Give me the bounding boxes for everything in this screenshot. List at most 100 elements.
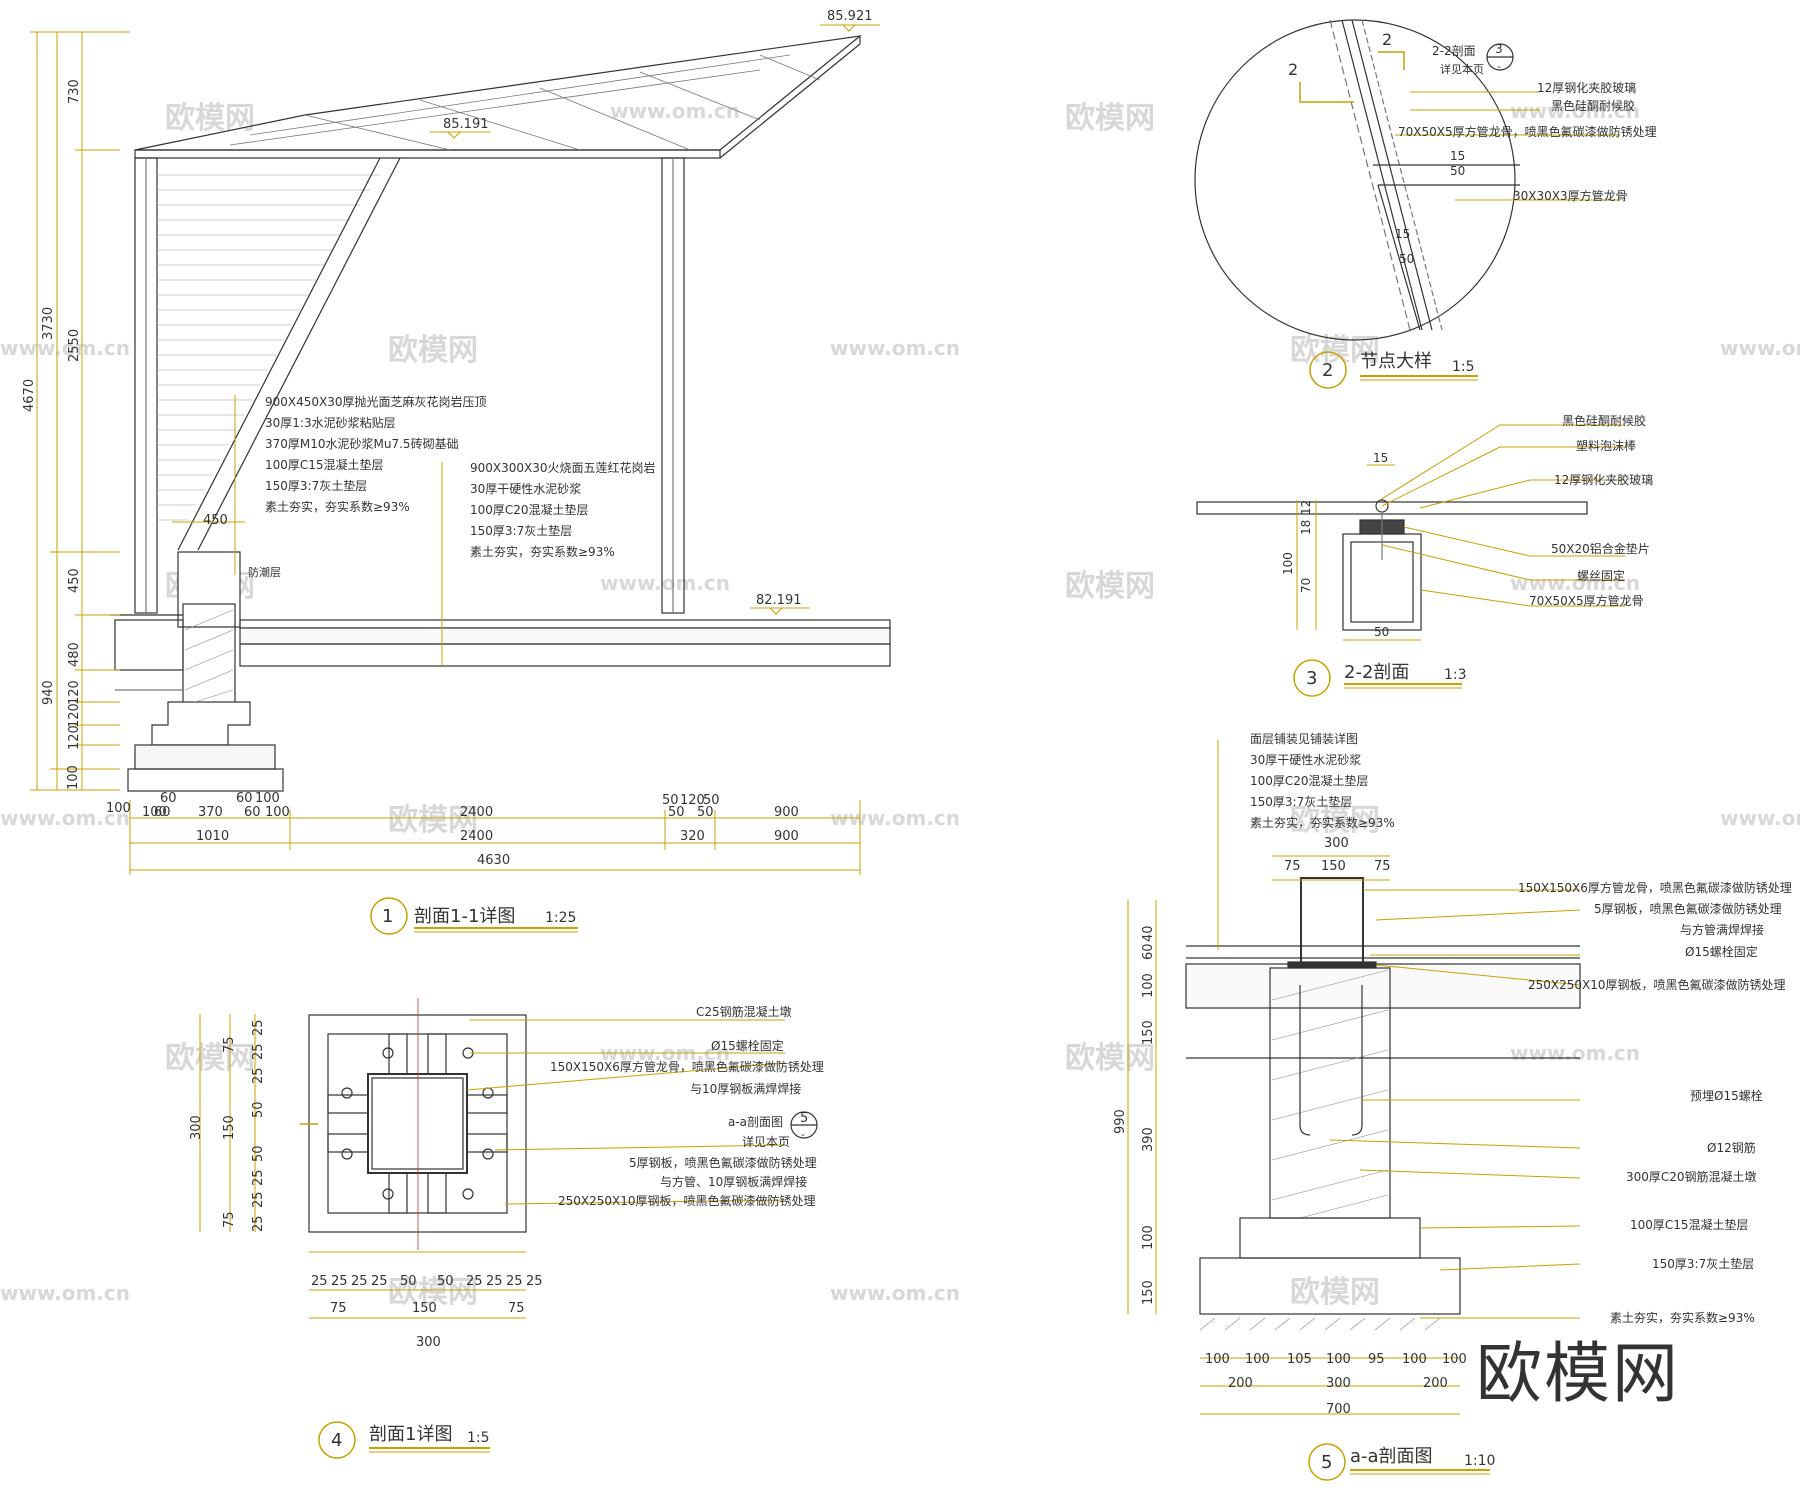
lime-soil-cushion [1199, 1257, 1461, 1315]
hdim: 1010 [196, 829, 229, 844]
watermark-url: www.om.cn [1720, 806, 1800, 830]
note: 螺丝固定 [1577, 568, 1625, 583]
title-number: 3 [1306, 668, 1317, 689]
ref-number: 3 [1495, 42, 1503, 56]
note: 预埋Ø15螺栓 [1690, 1088, 1763, 1103]
vdim: 50 [251, 1145, 266, 1162]
vdim-total: 990 [1113, 1109, 1128, 1134]
watermark-logo: 欧模网 [388, 1275, 478, 1310]
hdim: 25 [526, 1274, 543, 1289]
vdim: 25 [251, 1067, 266, 1084]
watermark-url: www.om.cn [1510, 1041, 1640, 1065]
title-text: a-a剖面图 [1350, 1446, 1433, 1467]
detail-leaders [1395, 91, 1620, 201]
footing-base [127, 768, 284, 792]
vdim: 50 [251, 1101, 266, 1118]
vdim: 940 [41, 680, 56, 705]
dim: 18 [1299, 520, 1313, 535]
vdim: 150 [1141, 1020, 1156, 1045]
hdim: 25 [311, 1274, 328, 1289]
hdim: 100 [1402, 1352, 1427, 1367]
pier-hatch [1271, 969, 1389, 1219]
detail-circle [1194, 19, 1516, 341]
paving-sub [239, 643, 891, 667]
watermark-logo: 欧模网 [388, 333, 478, 368]
elevation-ground: 82.191 [756, 593, 802, 608]
hdim: 300 [1326, 1376, 1351, 1391]
note: 370厚M10水泥砂浆Mu7.5砖砌基础 [265, 436, 459, 451]
anchor-bolt [1351, 985, 1363, 1136]
dim-lines-left [30, 31, 130, 791]
paving-bed [239, 627, 891, 645]
title-bubble [318, 1421, 356, 1459]
watermark-url: www.om.cn [0, 336, 130, 360]
hdim: 75 [330, 1301, 347, 1316]
title-number: 5 [1321, 1452, 1332, 1473]
dim: 50 [1399, 252, 1414, 266]
drawing-2-text: 2 2 2-2剖面 详见本页 3 - 12厚钢化夹胶玻璃 黑色硅酮耐候胶 70X… [1288, 30, 1657, 266]
hdim: 25 [486, 1274, 503, 1289]
note: 250X250X10厚钢板，喷黑色氟碳漆做防锈处理 [558, 1193, 816, 1208]
drawing-5-notes-right: 150X150X6厚方管龙骨，喷黑色氟碳漆做防锈处理 5厚钢板，喷黑色氟碳漆做防… [1518, 880, 1792, 1325]
watermark-logo: 欧模网 [1065, 569, 1155, 604]
left-paving [114, 619, 184, 671]
watermark-url: www.om.cn [830, 336, 960, 360]
vdim: 100 [1141, 1225, 1156, 1250]
watermark-url: www.om.cn [1510, 571, 1640, 595]
hdim: 100 [106, 801, 131, 816]
ref-label: 2-2剖面 [1432, 44, 1476, 58]
note-leaders [172, 395, 443, 665]
note: 150X150X6厚方管龙骨，喷黑色氟碳漆做防锈处理 [550, 1059, 824, 1074]
watermark-logo: 欧模网 [1290, 1275, 1380, 1310]
hdim: 100 [255, 791, 280, 806]
ref-page: 详见本页 [1440, 62, 1484, 76]
foam-rod [1375, 499, 1389, 513]
vdim-mid: 150 [222, 1115, 237, 1140]
vdim: 75 [222, 1211, 237, 1228]
title-bubble [1309, 351, 1347, 389]
drawing-1-notes-right: 900X300X30火烧面五莲红花岗岩 30厚干硬性水泥砂浆 100厚C20混凝… [470, 460, 656, 559]
vdim: 120 [67, 680, 82, 705]
dim: 50 [1450, 164, 1465, 178]
hdim: 75 [508, 1301, 525, 1316]
dim: 15 [1395, 227, 1410, 241]
hdim: 105 [1287, 1352, 1312, 1367]
note: 150厚3:7灰土垫层 [265, 478, 367, 493]
title-text: 剖面1详图 [369, 1424, 452, 1445]
drawing-5-notes-top: 面层铺装见铺装详图 30厚干硬性水泥砂浆 100厚C20混凝土垫层 150厚3:… [1250, 731, 1395, 830]
vdim: 450 [67, 568, 82, 593]
vdim: 3730 [41, 307, 56, 340]
hdim: 320 [680, 829, 705, 844]
vdim: 25 [251, 1215, 266, 1232]
vdim: 150 [1141, 1280, 1156, 1305]
title-scale: 1:10 [1464, 1453, 1495, 1469]
vdim: 25 [251, 1191, 266, 1208]
dim: 75 [1284, 859, 1301, 874]
watermark-url: www.om.cn [600, 571, 730, 595]
watermark-logo: 欧模网 [1065, 1041, 1155, 1076]
note: 12厚钢化夹胶玻璃 [1537, 80, 1636, 95]
note: 黑色硅酮耐候胶 [1562, 413, 1646, 428]
note: 70X50X5厚方管龙骨，喷黑色氟碳漆做防锈处理 [1398, 124, 1657, 139]
vdim: 25 [251, 1169, 266, 1186]
drawing-1-vdims: 4670 3730 940 100 730 2550 450 480 120 1… [22, 79, 82, 790]
drawing-4-hdims: 25 25 25 25 50 50 25 25 25 25 75 150 75 … [311, 1274, 543, 1350]
roof-frame [229, 54, 821, 151]
c15-cushion [1239, 1217, 1421, 1259]
vdim: 120 [67, 703, 82, 728]
hdim: 120 [680, 793, 705, 808]
note: 塑料泡沫棒 [1576, 438, 1636, 453]
hdim: 2400 [460, 805, 493, 820]
dim-450: 450 [203, 513, 228, 528]
brand-logo: 欧模网 [1476, 1335, 1680, 1412]
vdim: 4670 [22, 379, 37, 412]
hdim: 60 [244, 805, 261, 820]
concrete-pier [308, 1014, 527, 1233]
drawing-4-notes: C25钢筋混凝土墩 Ø15螺栓固定 150X150X6厚方管龙骨，喷黑色氟碳漆做… [550, 1004, 824, 1208]
hdim: 100 [1442, 1352, 1467, 1367]
drawing-4-plan [199, 998, 818, 1319]
hdim: 2400 [460, 829, 493, 844]
drawing-1-hdims: 100 100 60 370 60 100 2400 50 120 50 60 … [106, 791, 799, 868]
watermark-url: www.om.cn [830, 1281, 960, 1305]
